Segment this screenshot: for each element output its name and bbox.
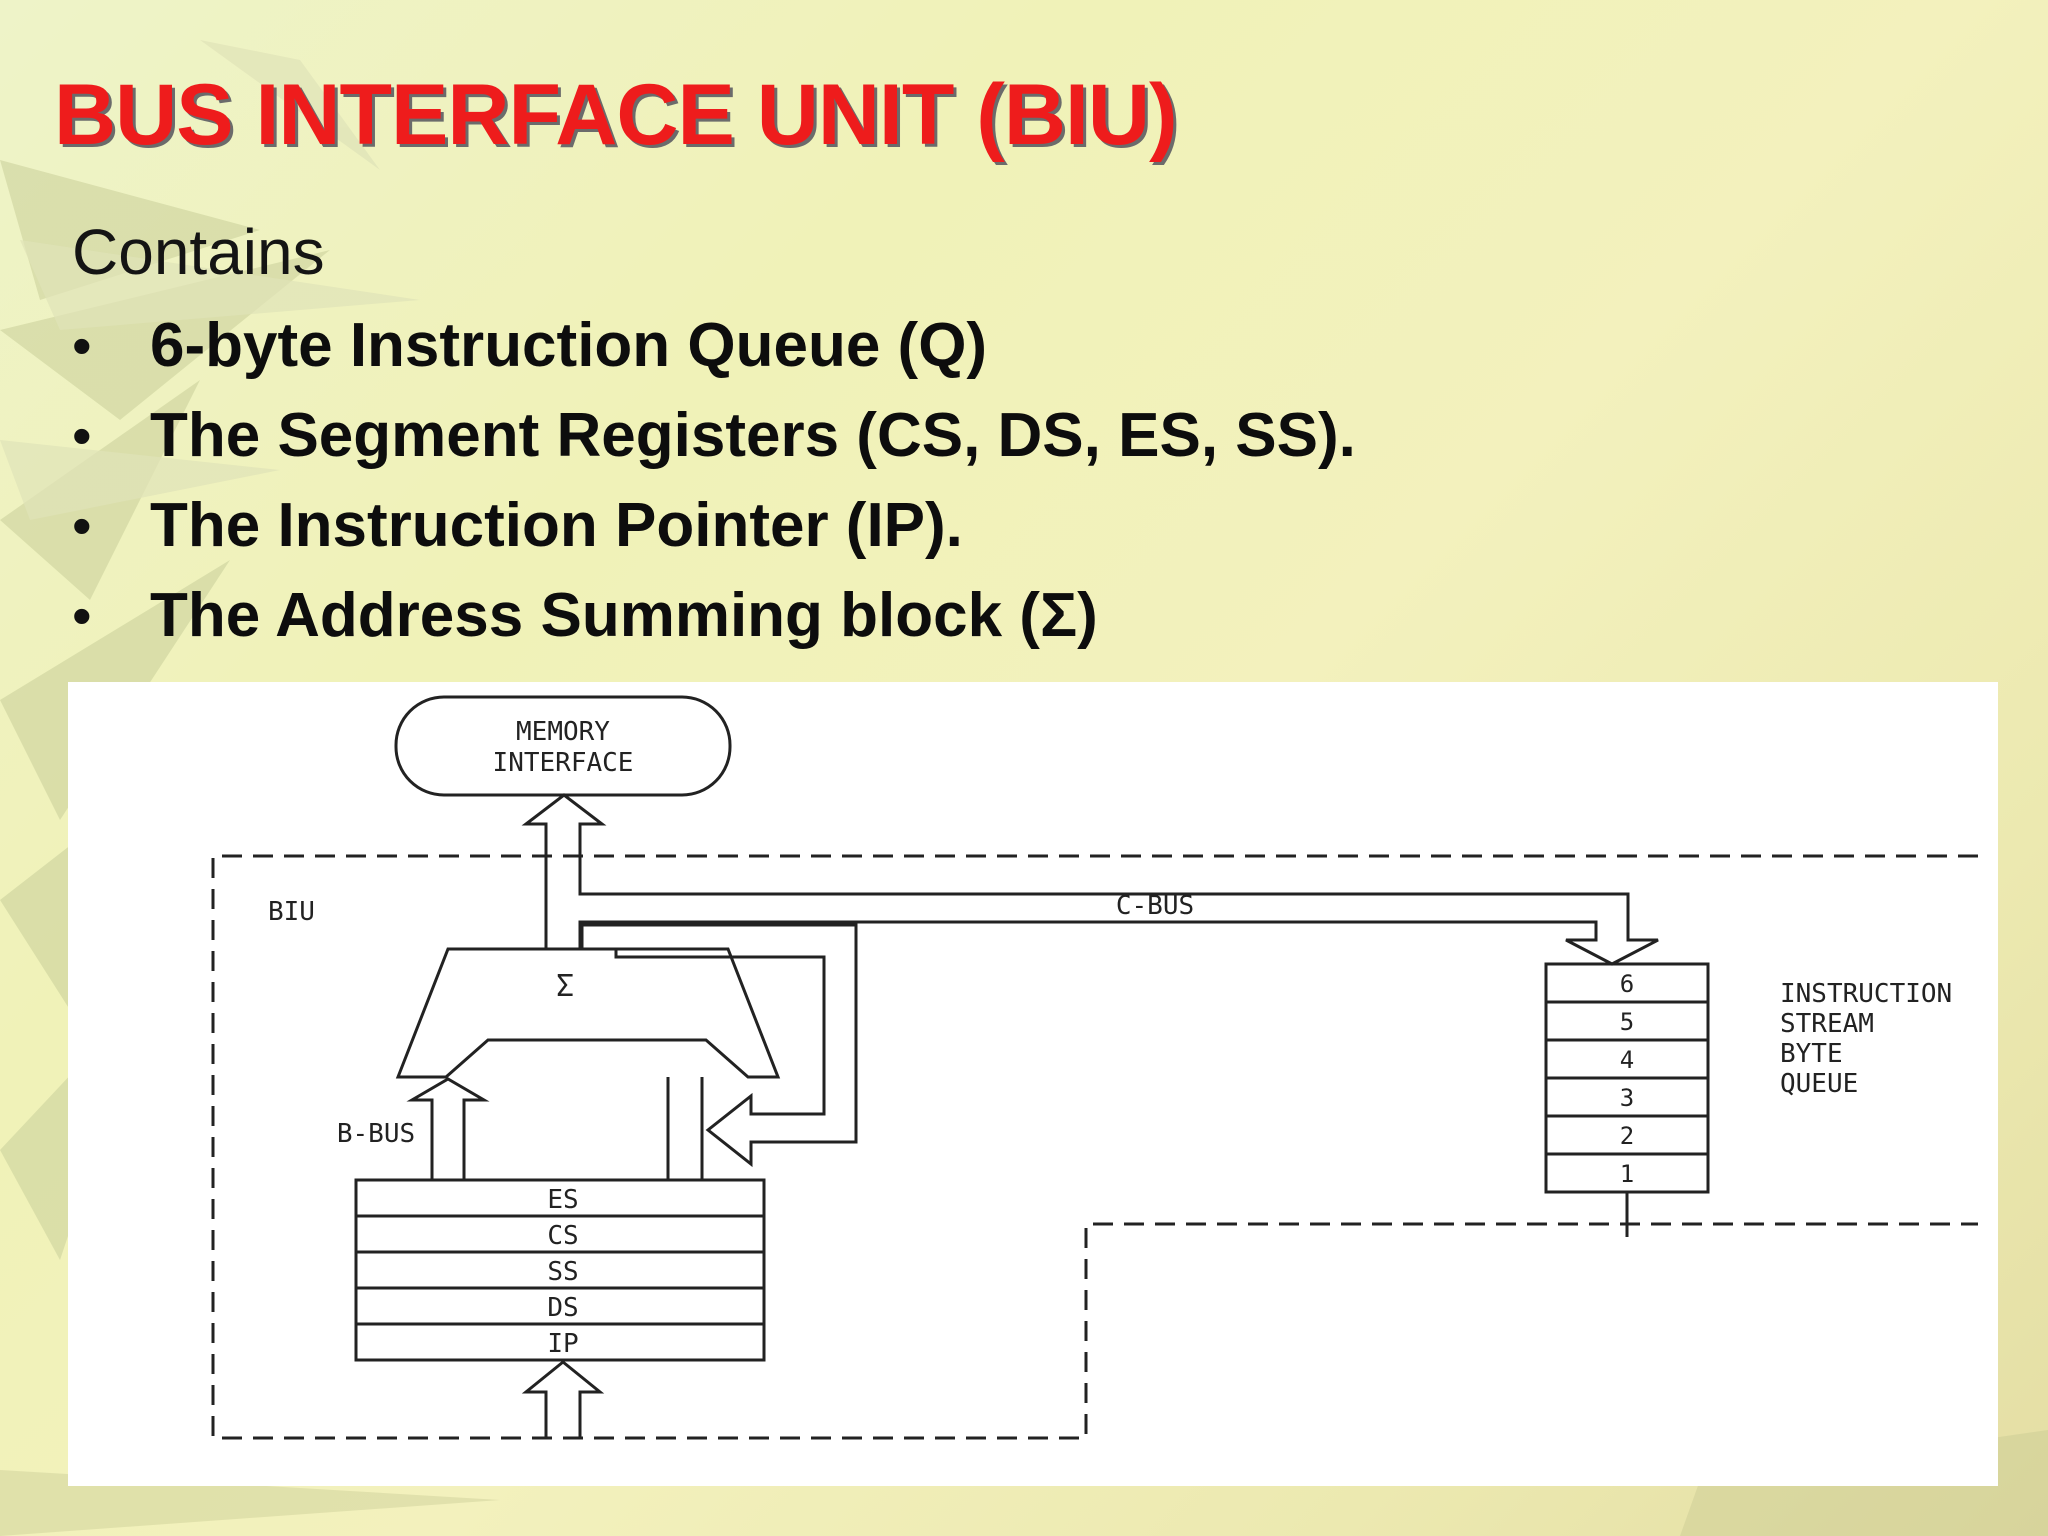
page-title: BUS INTERFACE UNIT (BIU) — [54, 67, 1178, 163]
b-bus-label: B-BUS — [337, 1119, 415, 1149]
bullet-item: • The Instruction Pointer (IP). — [72, 480, 1356, 570]
bullet-dot: • — [72, 313, 92, 377]
bullet-dot: • — [72, 583, 92, 647]
bullet-text: The Segment Registers (CS, DS, ES, SS). — [150, 400, 1356, 470]
bullet-item: • 6-byte Instruction Queue (Q) — [72, 300, 1356, 390]
bullet-item: • The Segment Registers (CS, DS, ES, SS)… — [72, 390, 1356, 480]
queue-caption-line4: QUEUE — [1780, 1069, 1858, 1099]
bullet-item: • The Address Summing block (Σ) — [72, 570, 1356, 660]
biu-label: BIU — [268, 897, 315, 927]
bullet-text: 6-byte Instruction Queue (Q) — [150, 310, 988, 380]
queue-slot-6: 6 — [1620, 970, 1634, 998]
bullet-text: The Instruction Pointer (IP). — [150, 490, 963, 560]
register-label-ds: DS — [547, 1293, 578, 1323]
external-input-arrow — [521, 1360, 605, 1438]
memory-bus-arrow — [521, 793, 1659, 966]
b-bus-arrow-right — [666, 1077, 704, 1180]
bullet-dot: • — [72, 493, 92, 557]
memory-interface-label-line1: MEMORY — [516, 717, 610, 747]
bullet-text: The Address Summing block (Σ) — [150, 580, 1098, 650]
queue-caption-line3: BYTE — [1780, 1039, 1843, 1069]
register-label-ss: SS — [547, 1257, 578, 1287]
biu-boundary — [211, 854, 1978, 1440]
memory-interface-label-line2: INTERFACE — [493, 748, 634, 778]
sigma-label: Σ — [556, 969, 574, 1004]
register-label-ip: IP — [547, 1329, 578, 1359]
queue-caption-line1: INSTRUCTION — [1780, 979, 1952, 1009]
queue-slot-5: 5 — [1620, 1008, 1634, 1036]
queue-slot-2: 2 — [1620, 1122, 1634, 1150]
register-label-es: ES — [547, 1185, 578, 1215]
biu-diagram-svg: MEMORY INTERFACE BIU C-BUS B-BUS Σ ES CS… — [211, 695, 1978, 1440]
bullet-list: • 6-byte Instruction Queue (Q) • The Seg… — [72, 300, 1356, 660]
queue-slot-4: 4 — [1620, 1046, 1634, 1074]
sigma-adder — [395, 947, 781, 1079]
bullet-dot: • — [72, 403, 92, 467]
segment-register-file — [354, 1178, 766, 1362]
queue-caption-line2: STREAM — [1780, 1009, 1874, 1039]
b-bus-arrow-left — [406, 1077, 490, 1180]
c-bus-to-adder-arrow — [580, 923, 858, 1168]
intro-text: Contains — [72, 216, 325, 288]
biu-diagram: MEMORY INTERFACE BIU C-BUS B-BUS Σ ES CS… — [68, 682, 1998, 1486]
register-label-cs: CS — [547, 1221, 578, 1251]
c-bus-label: C-BUS — [1116, 891, 1194, 921]
queue-slot-3: 3 — [1620, 1084, 1634, 1112]
queue-slot-1: 1 — [1620, 1160, 1634, 1188]
